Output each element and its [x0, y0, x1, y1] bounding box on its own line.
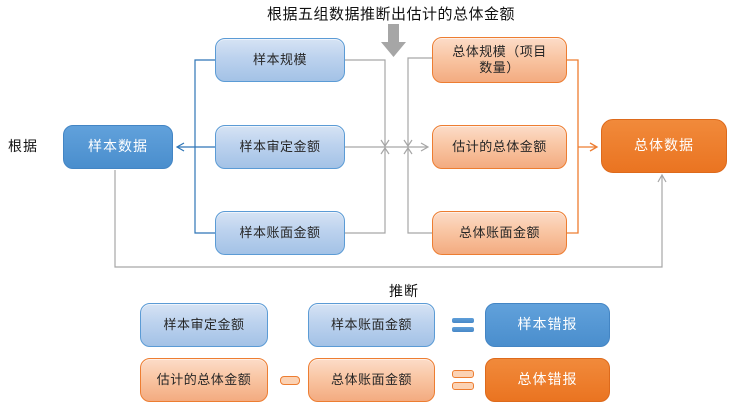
- node-sample-size: 样本规模: [215, 38, 345, 82]
- node-sample-audited-amount: 样本审定金额: [215, 125, 345, 169]
- equals-bar: [452, 327, 474, 332]
- node-sample-data: 样本数据: [63, 125, 173, 169]
- formula-sample-book-amount: 样本账面金额: [308, 303, 435, 347]
- node-sample-book-amount: 样本账面金额: [215, 211, 345, 255]
- down-block-arrow-icon: [381, 24, 406, 57]
- equals-icon-sample: [452, 303, 474, 347]
- population-bracket-connector: [567, 59, 599, 234]
- node-population-data: 总体数据: [601, 119, 727, 173]
- formula-sample-misstatement: 样本错报: [485, 303, 610, 347]
- node-population-book-amount: 总体账面金额: [432, 211, 567, 255]
- formula-sample-audited-amount: 样本审定金额: [140, 303, 268, 347]
- equals-icon-population: [452, 358, 474, 402]
- feedback-connector: [114, 170, 667, 268]
- diagram-title: 根据五组数据推断出估计的总体金额: [266, 6, 515, 23]
- equals-bar: [452, 382, 474, 390]
- formula-population-misstatement: 总体错报: [485, 358, 610, 402]
- minus-icon: [280, 376, 300, 385]
- equals-bar: [452, 370, 474, 378]
- formula-population-book-amount: 总体账面金额: [308, 358, 435, 402]
- inference-label: 推断: [389, 283, 419, 299]
- left-label: 根据: [8, 138, 38, 154]
- sample-converge-connector: [345, 59, 430, 234]
- node-population-size: 总体规模（项目 数量）: [432, 37, 567, 83]
- equals-bar: [452, 318, 474, 323]
- node-estimated-population-amount: 估计的总体金额: [432, 125, 567, 169]
- population-converge-connector: [403, 57, 432, 234]
- formula-estimated-population-amount: 估计的总体金额: [140, 358, 268, 402]
- sample-bracket-connector: [175, 59, 215, 234]
